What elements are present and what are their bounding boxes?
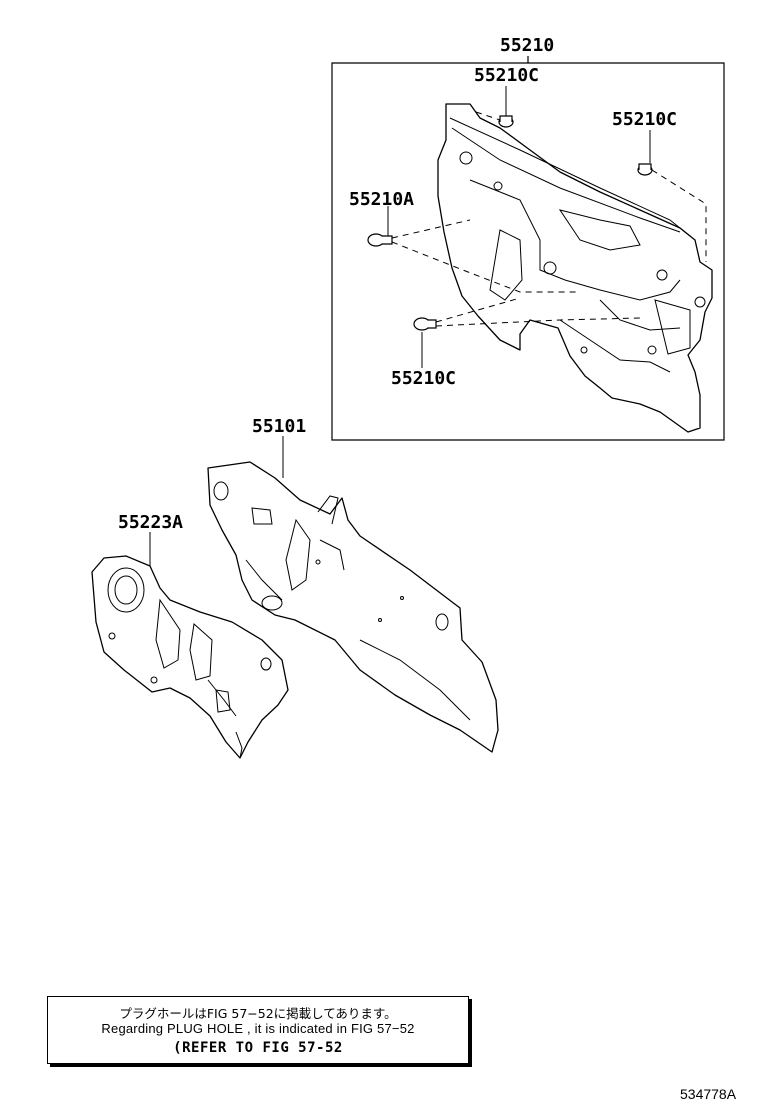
dash-silencer-detail xyxy=(449,117,706,373)
label-clip-bottom: 55210C xyxy=(391,368,456,389)
dash-insulator xyxy=(91,555,289,759)
clip-bottom xyxy=(413,317,437,331)
label-clip-left: 55210A xyxy=(349,189,414,210)
label-dash-panel: 55101 xyxy=(252,416,306,437)
label-assembly: 55210 xyxy=(500,35,554,56)
plug-hole-note: プラグホールはFIG 57−52に掲載してあります。 Regarding PLU… xyxy=(47,996,469,1064)
dash-insulator-detail xyxy=(107,567,272,759)
note-reference: (REFER TO FIG 57-52 xyxy=(173,1040,343,1056)
figure-id: 534778A xyxy=(680,1086,737,1102)
assembly-box xyxy=(331,56,725,441)
clip-right xyxy=(637,163,653,176)
label-clip-right: 55210C xyxy=(612,109,677,130)
label-clip-top: 55210C xyxy=(474,65,539,86)
leader-lines xyxy=(149,86,651,568)
note-english: Regarding PLUG HOLE , it is indicated in… xyxy=(101,1021,415,1036)
clip-top xyxy=(498,115,514,128)
label-insulator: 55223A xyxy=(118,512,183,533)
dash-silencer-outer xyxy=(437,103,713,433)
note-japanese: プラグホールはFIG 57−52に掲載してあります。 xyxy=(119,1006,397,1021)
clip-left xyxy=(367,233,393,247)
dash-panel-detail xyxy=(213,481,471,721)
guide-lines xyxy=(391,111,707,327)
